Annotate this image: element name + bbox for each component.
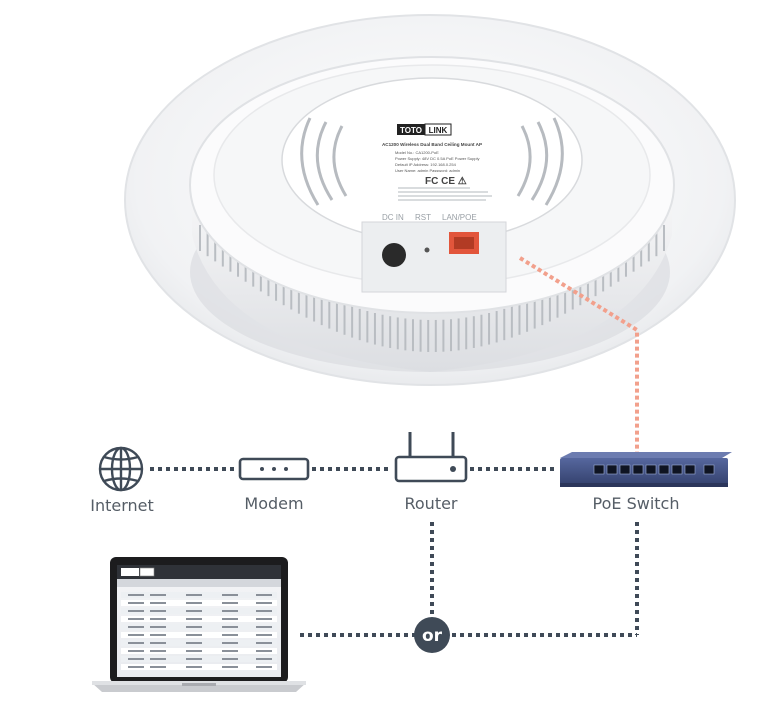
vent-arcs [300, 117, 564, 206]
screen-cell [222, 594, 238, 596]
screen-cell [128, 650, 144, 652]
screen-cell [128, 658, 144, 660]
screen-cell [128, 618, 144, 620]
screen-cell [222, 626, 238, 628]
screen-cell [150, 634, 166, 636]
screen-cell [150, 610, 166, 612]
switch-port [703, 464, 715, 475]
access-point: TOTO LINK AC1200 Wireless Dual Band Ceil… [124, 14, 736, 386]
switch-port [606, 464, 618, 475]
label-poe-switch: PoE Switch [592, 494, 680, 513]
lan-poe-port [449, 232, 479, 254]
connection-lines [150, 256, 639, 637]
screen-cell [186, 594, 202, 596]
or-badge: or [414, 617, 450, 653]
screen-cell [128, 602, 144, 604]
screen-cell [186, 618, 202, 620]
screen-cell [256, 634, 272, 636]
screen-cell [222, 634, 238, 636]
screen-cell [256, 602, 272, 604]
spec-line: Power Supply: 48V DC 0.5A PoE Power Supp… [395, 156, 480, 161]
brand-logo: TOTO LINK [397, 123, 452, 136]
label-internet: Internet [90, 496, 154, 515]
screen-cell [186, 658, 202, 660]
or-label: or [422, 626, 443, 646]
screen-cell [256, 642, 272, 644]
screen-cell [222, 610, 238, 612]
poe-cable-line [518, 256, 639, 452]
switch-port [619, 464, 631, 475]
svg-text:TOTO: TOTO [400, 126, 422, 135]
fine-print [398, 187, 492, 201]
svg-text:LINK: LINK [429, 126, 448, 135]
screen-cell [128, 666, 144, 668]
screen-cell [256, 650, 272, 652]
globe-icon [98, 446, 144, 492]
screen-cell [256, 658, 272, 660]
screen-cell [128, 626, 144, 628]
screen-cell [150, 650, 166, 652]
laptop-icon [92, 557, 306, 692]
switch-port [645, 464, 657, 475]
label-router: Router [404, 494, 458, 513]
certification-marks: FC CE ⚠ [425, 176, 467, 187]
screen-cell [256, 626, 272, 628]
switch-port [671, 464, 683, 475]
screen-cell [222, 602, 238, 604]
switch-port [593, 464, 605, 475]
screen-cell [128, 634, 144, 636]
screen-cell [186, 634, 202, 636]
screen-cell [186, 650, 202, 652]
screen-table [121, 592, 277, 670]
screen-cell [150, 642, 166, 644]
screen-cell [150, 666, 166, 668]
screen-cell [128, 610, 144, 612]
screen-cell [186, 626, 202, 628]
spec-line: User Name: admin Password: admin [395, 168, 460, 173]
screen-cell [150, 626, 166, 628]
port-label-lan: LAN/POE [442, 213, 477, 222]
screen-cell [150, 618, 166, 620]
switch-port [632, 464, 644, 475]
screen-cell [256, 610, 272, 612]
screen-cell [256, 666, 272, 668]
spec-line: Model No.: CA1200-PoE [395, 150, 439, 155]
screen-cell [186, 602, 202, 604]
screen-cell [222, 666, 238, 668]
label-modem: Modem [244, 494, 304, 513]
screen-cell [256, 618, 272, 620]
model-title: AC1200 Wireless Dual Band Ceiling Mount … [382, 142, 482, 147]
switch-icon [560, 452, 732, 487]
spec-line: Default IP Address: 192.168.0.254 [395, 162, 457, 167]
screen-cell [128, 642, 144, 644]
switch-port [684, 464, 696, 475]
screen-cell [222, 650, 238, 652]
screen-cell [186, 642, 202, 644]
modem-icon [238, 457, 310, 481]
router-icon [394, 432, 468, 483]
screen-cell [256, 594, 272, 596]
reset-pinhole [424, 247, 430, 253]
screen-cell [150, 594, 166, 596]
screen-cell [222, 658, 238, 660]
port-label-rst: RST [415, 213, 431, 222]
screen-cell [128, 594, 144, 596]
dc-in-port [382, 243, 406, 267]
screen-cell [150, 658, 166, 660]
screen-cell [186, 610, 202, 612]
screen-cell [150, 602, 166, 604]
switch-port [658, 464, 670, 475]
screen-cell [222, 642, 238, 644]
screen-cell [222, 618, 238, 620]
screen-cell [186, 666, 202, 668]
port-label-dc: DC IN [382, 213, 404, 222]
